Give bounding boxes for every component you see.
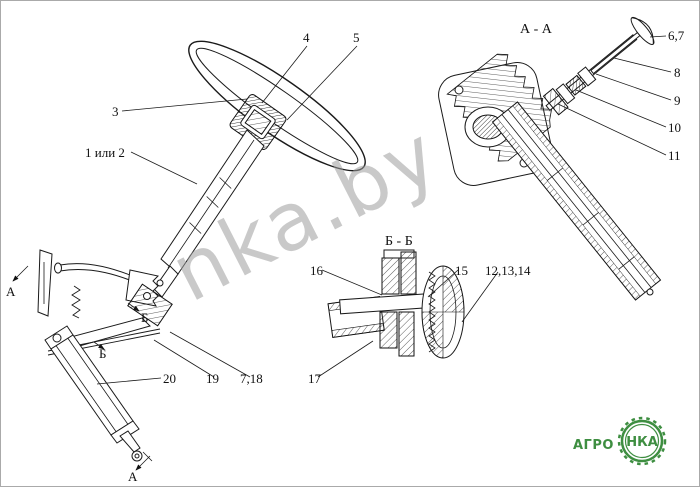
section-bb-view <box>327 249 465 359</box>
adjustment-handle <box>542 16 655 116</box>
section-marker-b-lower: Б <box>99 346 106 361</box>
callout-17: 17 <box>308 371 322 386</box>
callout-19: 19 <box>206 371 219 386</box>
callout-3: 3 <box>112 104 119 119</box>
callout-4: 4 <box>303 30 310 45</box>
handle-knob <box>631 17 654 45</box>
section-marker-a-left: А <box>6 284 16 299</box>
callout-7-18: 7,18 <box>240 371 263 386</box>
spline-teeth <box>428 271 436 353</box>
leader-lines <box>96 35 672 385</box>
section-marker-a-bottom: А <box>128 469 138 484</box>
logo-gear-ring <box>617 416 667 466</box>
callout-11: 11 <box>668 148 681 163</box>
callout-20: 20 <box>163 371 176 386</box>
section-marker-b-upper: Б <box>141 310 148 325</box>
callout-8: 8 <box>674 65 681 80</box>
logo-text-agro: АГРО <box>573 438 614 453</box>
section-title-aa: А - А <box>520 22 553 37</box>
callout-labels: 3 4 5 1 или 2 6,7 8 9 10 11 12,13,14 15 … <box>85 28 685 386</box>
section-plane-arrows <box>12 265 153 471</box>
callout-5: 5 <box>353 30 360 45</box>
agronka-logo: АГРО НКА <box>573 416 667 466</box>
callout-1-or-2: 1 или 2 <box>85 145 125 160</box>
callout-9: 9 <box>674 93 681 108</box>
callout-15: 15 <box>455 263 468 278</box>
hydraulic-cylinder <box>44 325 143 462</box>
section-titles: А - А Б - Б А А Б Б <box>6 22 553 484</box>
callout-12-13-14: 12,13,14 <box>485 263 531 278</box>
section-aa-view <box>438 16 662 301</box>
logo-text-nka: НКА <box>626 435 658 450</box>
callout-16: 16 <box>310 263 324 278</box>
callout-6-7: 6,7 <box>668 28 685 43</box>
callout-10: 10 <box>668 120 681 135</box>
section-title-bb: Б - Б <box>385 234 413 249</box>
